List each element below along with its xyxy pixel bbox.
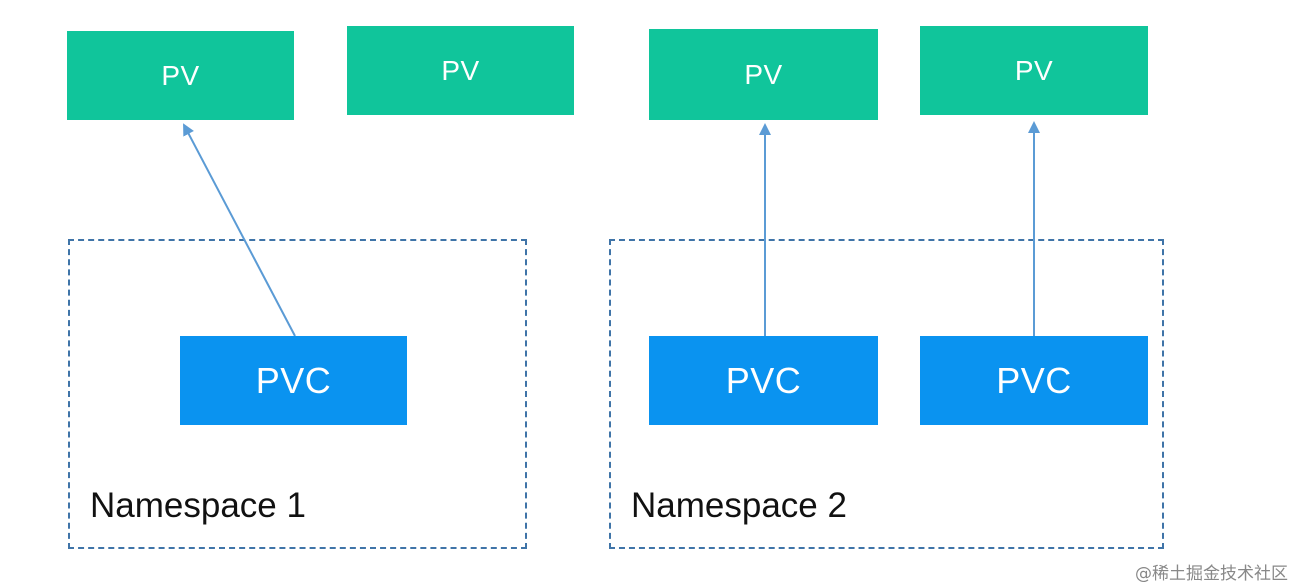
pv-box-4: PV: [920, 26, 1148, 115]
pv-label: PV: [441, 54, 480, 86]
watermark-text: @稀土掘金技术社区: [1135, 564, 1288, 584]
pvc-box-2: PVC: [649, 336, 878, 425]
pvc-label: PVC: [725, 359, 802, 401]
arrow-pvc1-to-pv1: [183, 123, 296, 337]
pv-box-3: PV: [649, 29, 878, 120]
namespace-2-box: [609, 239, 1164, 549]
namespace-2-label: Namespace 2: [631, 486, 847, 525]
pvc-box-3: PVC: [920, 336, 1148, 425]
pv-box-1: PV: [67, 31, 294, 120]
pv-label: PV: [1014, 54, 1054, 86]
pv-box-2: PV: [347, 26, 574, 115]
namespace-1-box: [68, 239, 527, 549]
namespace-1-label: Namespace 1: [90, 486, 306, 525]
pv-label: PV: [161, 59, 200, 91]
pv-label: PV: [744, 58, 783, 90]
pvc-box-1: PVC: [180, 336, 407, 425]
pvc-label: PVC: [255, 359, 332, 401]
pvc-label: PVC: [996, 359, 1072, 401]
